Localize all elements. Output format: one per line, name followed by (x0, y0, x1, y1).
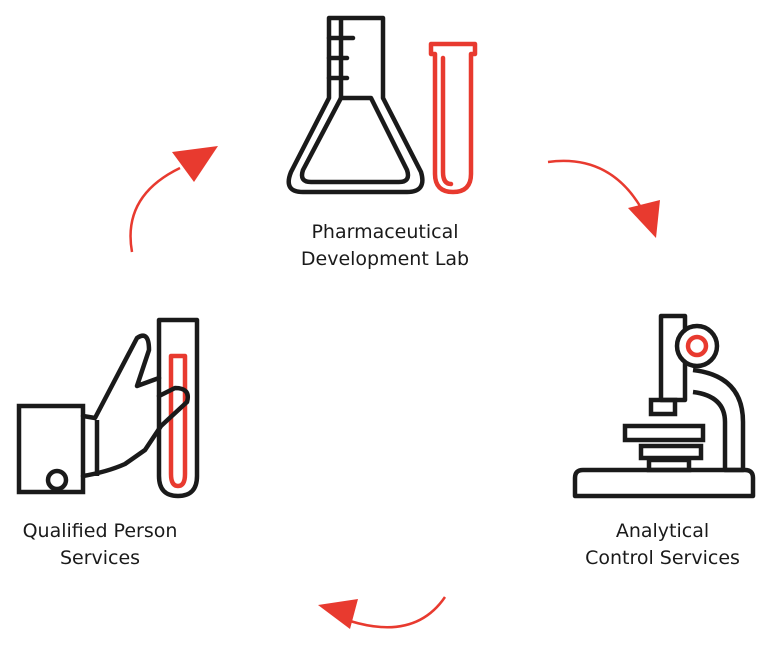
qp-label: Qualified Person Services (0, 518, 200, 572)
lab-label-line1: Pharmaceutical (311, 221, 459, 243)
lab-label-line2: Development Lab (300, 248, 470, 270)
flask-and-test-tube-icon (285, 12, 485, 202)
arrow-icon (310, 585, 455, 645)
analytical-label: Analytical Control Services (560, 518, 765, 572)
arrow-icon (120, 138, 230, 258)
analytical-label-line1: Analytical (615, 520, 710, 542)
arrow-icon (538, 148, 668, 248)
qp-label-line1: Qualified Person (22, 520, 178, 542)
lab-label: Pharmaceutical Development Lab (260, 219, 510, 273)
qp-label-line2: Services (59, 547, 141, 569)
analytical-label-line2: Control Services (585, 547, 740, 569)
hand-holding-test-tube-icon (15, 316, 205, 500)
microscope-icon (565, 310, 760, 502)
